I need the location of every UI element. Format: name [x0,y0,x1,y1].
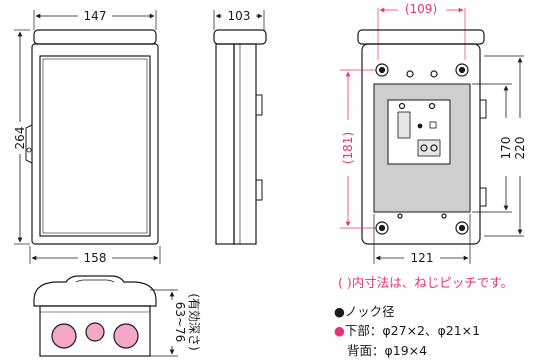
outer-height-label: 220 [513,137,527,160]
inner-enclosure [361,43,481,245]
front-body [31,43,159,245]
front-width-bottom-label: 158 [84,251,107,265]
inner-height-label: 170 [499,137,513,160]
front-height-label: 264 [13,127,27,150]
front-window [39,55,151,237]
pitch-height-label: (181) [341,132,355,164]
front-width-top-label: 147 [84,9,107,23]
pitch-note: ( )内寸法は、ねじピッチです。 [338,275,513,290]
bottom-depth-label: 63~76 [173,302,187,343]
bottom-view [33,275,178,357]
knockout-hole-3 [113,323,139,349]
side-view [213,10,267,245]
side-depth-label: 103 [228,9,251,23]
knockout-bottom-row: ●下部：φ27×2、φ21×1 [334,320,480,339]
inner-view [340,7,524,264]
pitch-width-label: (109) [405,2,437,16]
knockout-bottom: 下部：φ27×2、φ21×1 [344,323,481,338]
front-lid [33,29,157,45]
knockout-hole-2 [85,322,105,342]
knockout-back: 背面：φ19×4 [347,343,428,358]
bottom-depth-note: (有効深さ) [187,293,202,350]
knockout-hole-1 [51,323,77,349]
knockout-bullet: ● [334,323,345,338]
front-view [14,10,161,264]
knockout-title: ●ノック径 [334,304,395,319]
inner-width-label: 121 [411,251,434,265]
